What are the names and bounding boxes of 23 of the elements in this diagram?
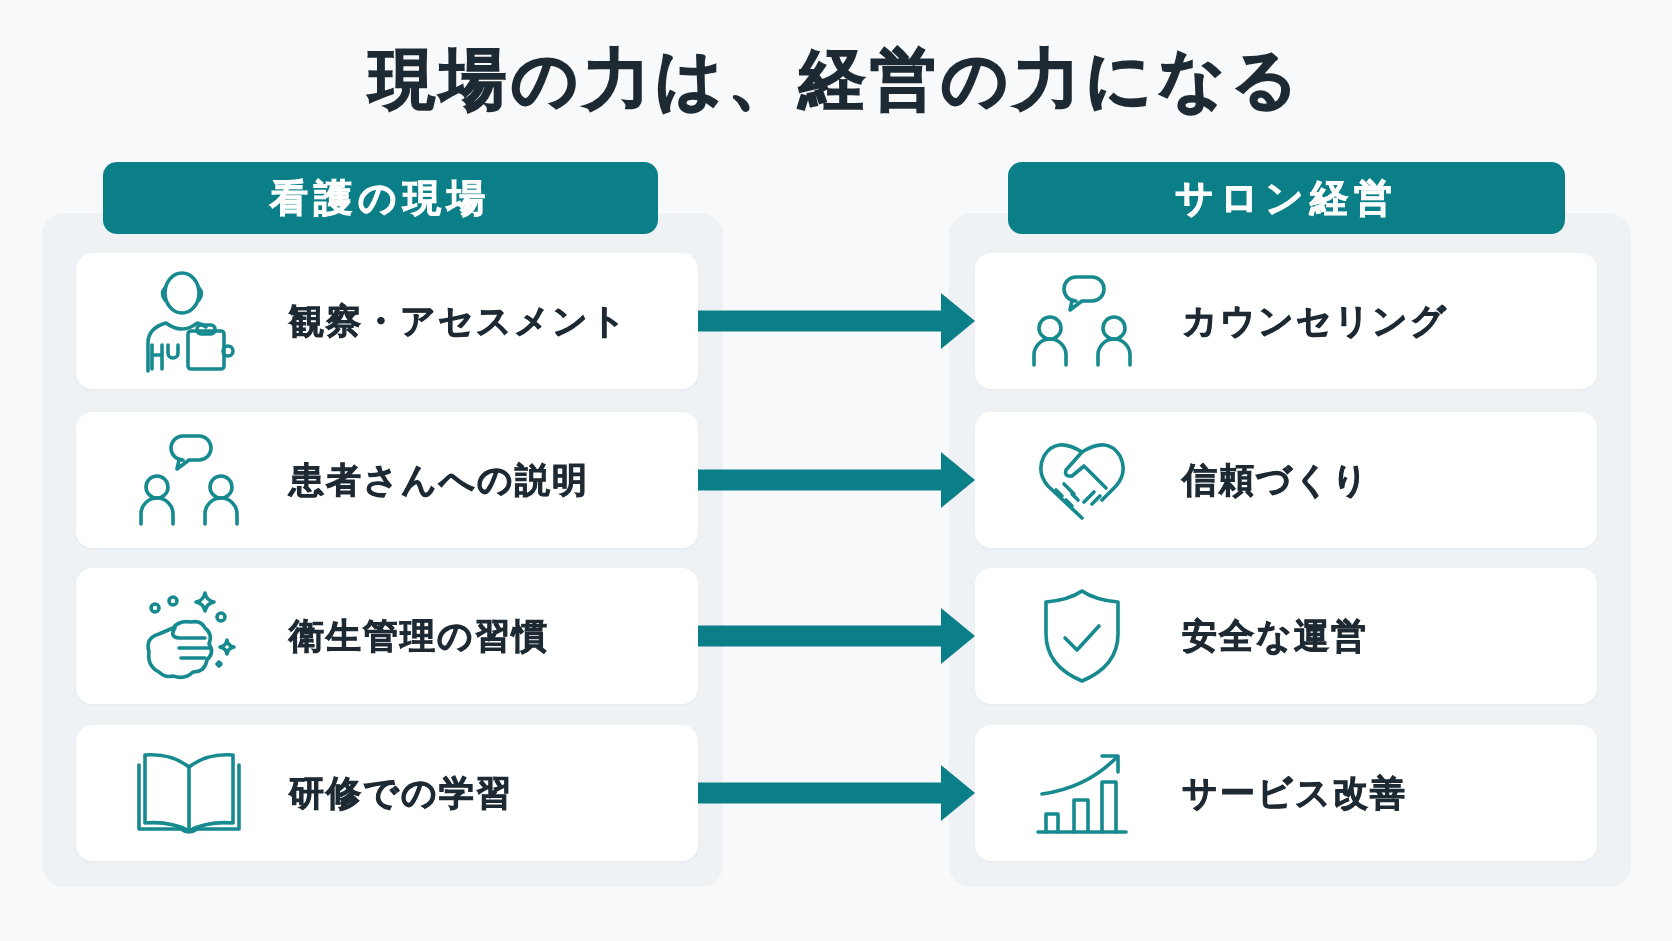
item-label: 観察・アセスメント bbox=[289, 299, 628, 343]
item-card bbox=[76, 725, 698, 861]
arrow bbox=[698, 608, 975, 664]
item-label: カウンセリング bbox=[1182, 299, 1448, 343]
item-card bbox=[76, 568, 698, 704]
item-label: 衛生管理の習慣 bbox=[289, 614, 549, 658]
section-header: サロン経営 bbox=[1008, 162, 1565, 234]
item-label: 信頼づくり bbox=[1182, 458, 1370, 502]
arrow bbox=[698, 452, 975, 508]
section-header: 看護の現場 bbox=[103, 162, 658, 234]
title: 現場の力は、経営の力になる bbox=[368, 40, 1304, 120]
item-label: 安全な運営 bbox=[1182, 614, 1368, 658]
item-label: 研修での学習 bbox=[289, 771, 513, 815]
item-card bbox=[975, 253, 1597, 389]
item-card bbox=[975, 568, 1597, 704]
arrow bbox=[698, 765, 975, 821]
item-card bbox=[975, 725, 1597, 861]
arrow bbox=[698, 293, 975, 349]
item-card bbox=[975, 412, 1597, 548]
item-card bbox=[76, 412, 698, 548]
item-card bbox=[76, 253, 698, 389]
item-label: サービス改善 bbox=[1182, 771, 1407, 815]
item-label: 患者さんへの説明 bbox=[289, 458, 589, 502]
